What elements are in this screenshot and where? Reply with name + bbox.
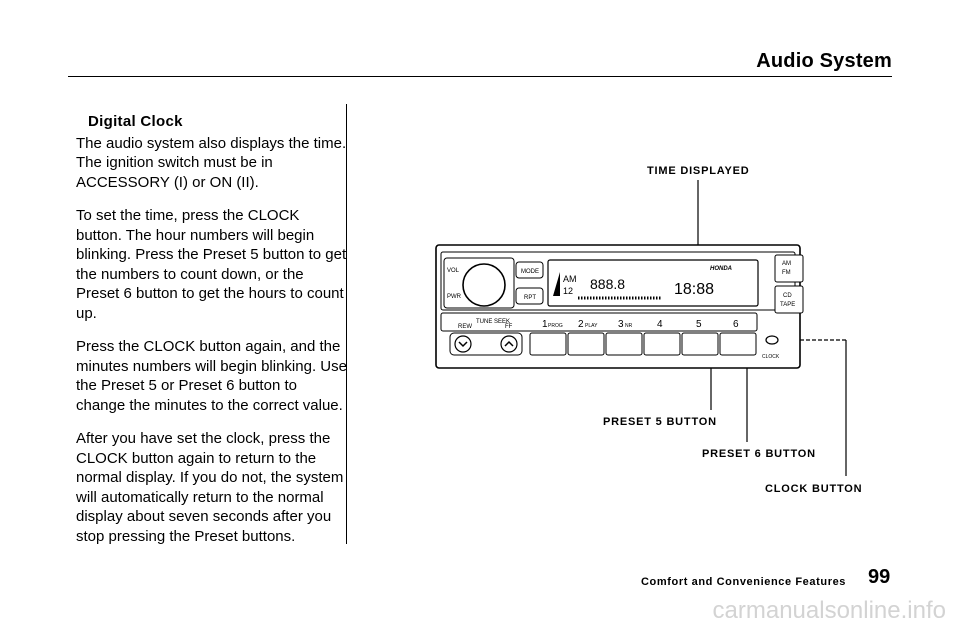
preset-5-button[interactable] bbox=[681, 332, 719, 356]
tune-seek-label: TUNE SEEK bbox=[476, 319, 510, 325]
preset-num-4: 4 bbox=[657, 319, 663, 330]
mode-label: MODE bbox=[521, 269, 539, 275]
cd-label: CD bbox=[783, 293, 792, 299]
signal-icon bbox=[553, 272, 560, 296]
preset-4-button[interactable] bbox=[643, 332, 681, 356]
fm-label: FM bbox=[782, 270, 791, 276]
watermark: carmanualsonline.info bbox=[712, 597, 946, 624]
rpt-button[interactable] bbox=[515, 287, 544, 305]
header-rule bbox=[68, 76, 892, 77]
preset-2-button[interactable] bbox=[567, 332, 605, 356]
lcd-frequency: 888.8 bbox=[590, 276, 625, 292]
am-label: AM bbox=[782, 261, 791, 267]
rpt-label: RPT bbox=[524, 295, 536, 301]
radio-unit: VOL PWR MODE RPT HONDA AM 12 888.8 18:88… bbox=[435, 244, 804, 369]
lcd-time: 18:88 bbox=[674, 281, 714, 298]
rew-label: REW bbox=[458, 324, 472, 330]
mode-button[interactable] bbox=[515, 261, 544, 279]
vol-label: VOL bbox=[447, 268, 460, 274]
seek-up-button[interactable] bbox=[500, 335, 518, 353]
footer-section: Comfort and Convenience Features bbox=[641, 576, 847, 588]
clock-button[interactable] bbox=[765, 335, 779, 345]
time-displayed-label: TIME DISPLAYED bbox=[647, 165, 750, 177]
play-label: PLAY bbox=[585, 323, 598, 329]
paragraph-1: The audio system also displays the time.… bbox=[76, 134, 347, 191]
lcd-display bbox=[547, 259, 759, 307]
preset-num-1: 1 bbox=[542, 319, 548, 330]
page-number: 99 bbox=[868, 566, 891, 588]
preset-num-3: 3 bbox=[618, 319, 624, 330]
cd-tape-button[interactable] bbox=[774, 285, 804, 314]
pwr-label: PWR bbox=[447, 294, 462, 300]
chevron-up-icon bbox=[504, 340, 514, 347]
volume-knob[interactable] bbox=[462, 263, 506, 307]
lcd-band: AM bbox=[563, 274, 577, 284]
preset-num-5: 5 bbox=[696, 319, 702, 330]
clock-small-label: CLOCK bbox=[762, 354, 780, 360]
tape-label: TAPE bbox=[780, 302, 795, 308]
prog-label: PROG bbox=[548, 323, 563, 329]
preset-num-6: 6 bbox=[733, 319, 739, 330]
lcd-preset: 12 bbox=[563, 286, 573, 296]
chevron-down-icon bbox=[458, 341, 468, 348]
page-title: Audio System bbox=[756, 50, 892, 72]
column-divider bbox=[346, 104, 347, 544]
paragraph-3: Press the CLOCK button again, and the mi… bbox=[76, 338, 347, 414]
left-column: Digital Clock The audio system also disp… bbox=[76, 112, 348, 560]
seek-down-button[interactable] bbox=[454, 335, 472, 353]
am-fm-button[interactable] bbox=[774, 254, 804, 283]
paragraph-2: To set the time, press the CLOCK button.… bbox=[76, 207, 347, 322]
preset-num-2: 2 bbox=[578, 319, 584, 330]
preset6-label: PRESET 6 BUTTON bbox=[702, 448, 816, 460]
preset-3-button[interactable] bbox=[605, 332, 643, 356]
brand-logo: HONDA bbox=[710, 266, 732, 272]
preset-6-button[interactable] bbox=[719, 332, 757, 356]
paragraph-4: After you have set the clock, press the … bbox=[76, 430, 344, 545]
clock-label: CLOCK BUTTON bbox=[765, 483, 863, 495]
section-heading: Digital Clock bbox=[88, 113, 183, 130]
nr-label: NR bbox=[625, 323, 633, 329]
ff-label: FF bbox=[505, 324, 513, 330]
preset-1-button[interactable] bbox=[529, 332, 567, 356]
preset5-label: PRESET 5 BUTTON bbox=[603, 416, 717, 428]
